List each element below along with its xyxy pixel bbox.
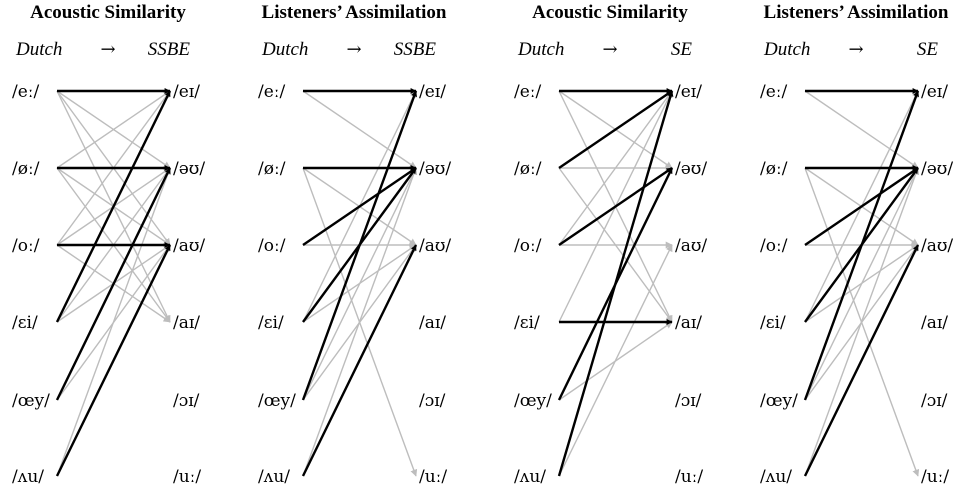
mapping-link-strong — [55, 167, 172, 401]
target-language: SSBE — [394, 39, 437, 60]
target-vowel: /aʊ/ — [173, 236, 205, 256]
target-language: SSBE — [148, 39, 191, 60]
source-vowel: /oː/ — [12, 236, 40, 256]
target-vowel: /ɔɪ/ — [419, 391, 446, 411]
mapping-link-weak — [558, 90, 673, 246]
target-vowel: /eɪ/ — [419, 82, 446, 102]
source-vowel: /ʌu/ — [258, 467, 290, 487]
target-vowel: /uː/ — [173, 467, 201, 487]
mapping-link-strong — [55, 90, 172, 323]
mapping-link-weak — [804, 167, 919, 401]
mapping-link-strong — [803, 244, 920, 477]
mapping-link-strong — [55, 244, 172, 477]
source-vowel: /øː/ — [760, 159, 788, 179]
mapping-link-strong — [804, 167, 919, 246]
source-vowel: /øː/ — [514, 159, 542, 179]
target-vowel: /aɪ/ — [921, 313, 948, 333]
source-vowel: /eː/ — [12, 82, 40, 102]
target-vowel: /uː/ — [675, 467, 703, 487]
source-vowel: /ɛi/ — [258, 313, 284, 333]
source-language: Dutch — [261, 39, 308, 60]
mapping-link-strong — [803, 90, 920, 401]
target-vowel: /əʊ/ — [419, 159, 451, 179]
mapping-arrow-icon: → — [602, 39, 617, 60]
mapping-link-strong — [301, 90, 418, 401]
source-vowel: /œy/ — [12, 391, 50, 411]
source-language: Dutch — [763, 39, 810, 60]
target-vowel: /aɪ/ — [173, 313, 200, 333]
source-vowel: /œy/ — [258, 391, 296, 411]
source-vowel: /ʌu/ — [514, 467, 546, 487]
source-language: Dutch — [517, 39, 564, 60]
mapping-link-weak — [302, 167, 417, 401]
mapping-link-weak — [56, 90, 171, 169]
source-vowel: /ʌu/ — [760, 467, 792, 487]
mapping-link-weak — [558, 244, 673, 477]
source-vowel: /oː/ — [258, 236, 286, 256]
target-vowel: /əʊ/ — [173, 159, 205, 179]
panel-title: Acoustic Similarity — [30, 2, 186, 23]
target-vowel: /aʊ/ — [921, 236, 953, 256]
mapping-link-weak — [56, 167, 172, 477]
mapping-link-weak — [302, 167, 418, 477]
source-vowel: /ɛi/ — [514, 313, 540, 333]
mapping-link-strong — [557, 90, 674, 477]
panel-title: Acoustic Similarity — [532, 2, 688, 23]
source-vowel: /œy/ — [514, 391, 552, 411]
panel-title: Listeners’ Assimilation — [764, 2, 949, 23]
source-vowel: /eː/ — [258, 82, 286, 102]
target-vowel: /aʊ/ — [675, 236, 707, 256]
target-language: SE — [917, 39, 939, 60]
target-vowel: /ɔɪ/ — [921, 391, 948, 411]
target-vowel: /ɔɪ/ — [173, 391, 200, 411]
source-language: Dutch — [15, 39, 62, 60]
target-vowel: /uː/ — [419, 467, 447, 487]
target-vowel: /aɪ/ — [419, 313, 446, 333]
target-vowel: /əʊ/ — [921, 159, 953, 179]
mapping-arrow-icon: → — [100, 39, 115, 60]
target-language: SE — [671, 39, 693, 60]
source-vowel: /øː/ — [12, 159, 40, 179]
mapping-link-weak — [302, 90, 417, 169]
mapping-link-strong — [301, 244, 418, 477]
mapping-link-strong — [302, 167, 417, 246]
source-vowel: /oː/ — [760, 236, 788, 256]
source-vowel: /eː/ — [760, 82, 788, 102]
target-vowel: /eɪ/ — [921, 82, 948, 102]
target-vowel: /ɔɪ/ — [675, 391, 702, 411]
target-vowel: /eɪ/ — [675, 82, 702, 102]
mapping-link-weak — [804, 167, 920, 477]
target-vowel: /aʊ/ — [419, 236, 451, 256]
source-vowel: /oː/ — [514, 236, 542, 256]
target-vowel: /aɪ/ — [675, 313, 702, 333]
panel-title: Listeners’ Assimilation — [262, 2, 447, 23]
target-vowel: /eɪ/ — [173, 82, 200, 102]
source-vowel: /ʌu/ — [12, 467, 44, 487]
mapping-link-strong — [558, 90, 673, 169]
source-vowel: /ɛi/ — [12, 313, 38, 333]
target-vowel: /uː/ — [921, 467, 949, 487]
mapping-link-strong — [558, 167, 673, 246]
mapping-arrow-icon: → — [346, 39, 361, 60]
source-vowel: /eː/ — [514, 82, 542, 102]
source-vowel: /øː/ — [258, 159, 286, 179]
mapping-link-weak — [804, 90, 919, 169]
target-vowel: /əʊ/ — [675, 159, 707, 179]
source-vowel: /ɛi/ — [760, 313, 786, 333]
source-vowel: /œy/ — [760, 391, 798, 411]
mapping-arrow-icon: → — [848, 39, 863, 60]
